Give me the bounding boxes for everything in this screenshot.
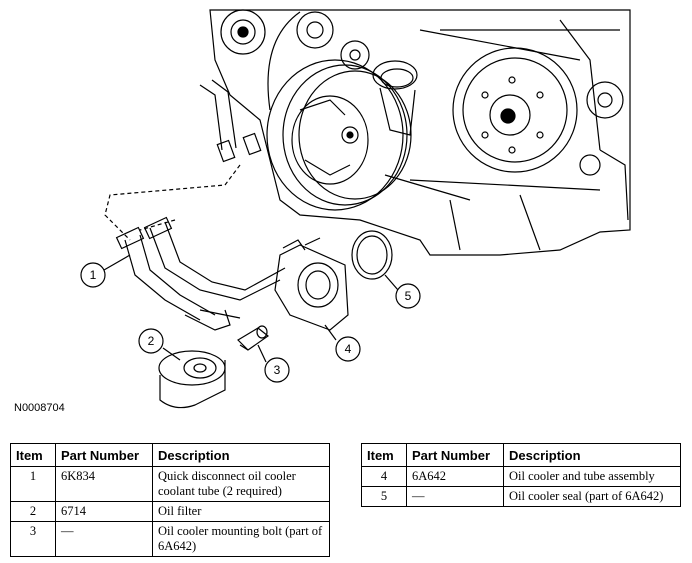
callout-leaders [103,254,399,363]
part-number-cell: 6K834 [55,466,153,502]
table-header-row: Item Part Number Description [10,443,330,467]
table-row: 1 6K834 Quick disconnect oil cooler cool… [10,466,330,502]
callout-5: 5 [395,283,421,309]
col-item-header: Item [10,443,56,467]
engine-block [209,9,631,256]
item-cell: 1 [10,466,56,502]
callout-1: 1 [80,262,106,288]
oil-cooler-assembly [274,237,349,331]
item-cell: 2 [10,501,56,522]
item-cell: 4 [361,466,407,487]
description-cell: Oil cooler seal (part of 6A642) [503,486,681,507]
engine-oil-cooler-diagram: 1 2 3 4 5 [80,9,631,409]
part-number-cell: 6714 [55,501,153,522]
oil-cooler-seal [351,230,393,280]
description-cell: Oil cooler and tube assembly [503,466,681,487]
compressor-pulley [452,47,578,173]
part-number-cell: — [406,486,504,507]
callout-4: 4 [335,336,361,362]
mounting-bolt [237,325,270,351]
description-cell: Quick disconnect oil cooler coolant tube… [152,466,330,502]
parts-table-right: Item Part Number Description 4 6A642 Oil… [361,443,681,507]
table-row: 5 — Oil cooler seal (part of 6A642) [361,486,681,507]
callout-5-label: 5 [405,289,412,303]
col-description-header: Description [503,443,681,467]
quick-disconnect-tubes [115,216,286,331]
item-cell: 3 [10,521,56,557]
oil-filter [158,350,226,409]
upper-pulley [296,11,370,70]
idler-pulley [220,9,266,55]
callout-2: 2 [138,328,164,354]
callout-2-label: 2 [148,334,155,348]
figure-id-label: N0008704 [14,402,65,414]
table-header-row: Item Part Number Description [361,443,681,467]
crankshaft-pulley [266,59,412,211]
callout-3-label: 3 [274,363,281,377]
description-cell: Oil filter [152,501,330,522]
callout-1-label: 1 [90,268,97,282]
tensioner [579,81,624,176]
callout-4-label: 4 [345,342,352,356]
col-description-header: Description [152,443,330,467]
description-cell: Oil cooler mounting bolt (part of 6A642) [152,521,330,557]
drive-belt [267,11,581,201]
part-number-cell: 6A642 [406,466,504,487]
upper-hose-neck [372,60,418,136]
callout-3: 3 [264,357,290,383]
item-cell: 5 [361,486,407,507]
col-part-number-header: Part Number [55,443,153,467]
table-row: 4 6A642 Oil cooler and tube assembly [361,466,681,487]
alignment-line [104,164,241,241]
part-number-cell: — [55,521,153,557]
table-row: 3 — Oil cooler mounting bolt (part of 6A… [10,521,330,557]
table-row: 2 6714 Oil filter [10,501,330,522]
col-part-number-header: Part Number [406,443,504,467]
col-item-header: Item [361,443,407,467]
parts-table-left: Item Part Number Description 1 6K834 Qui… [10,443,330,557]
coolant-lines [199,79,262,163]
